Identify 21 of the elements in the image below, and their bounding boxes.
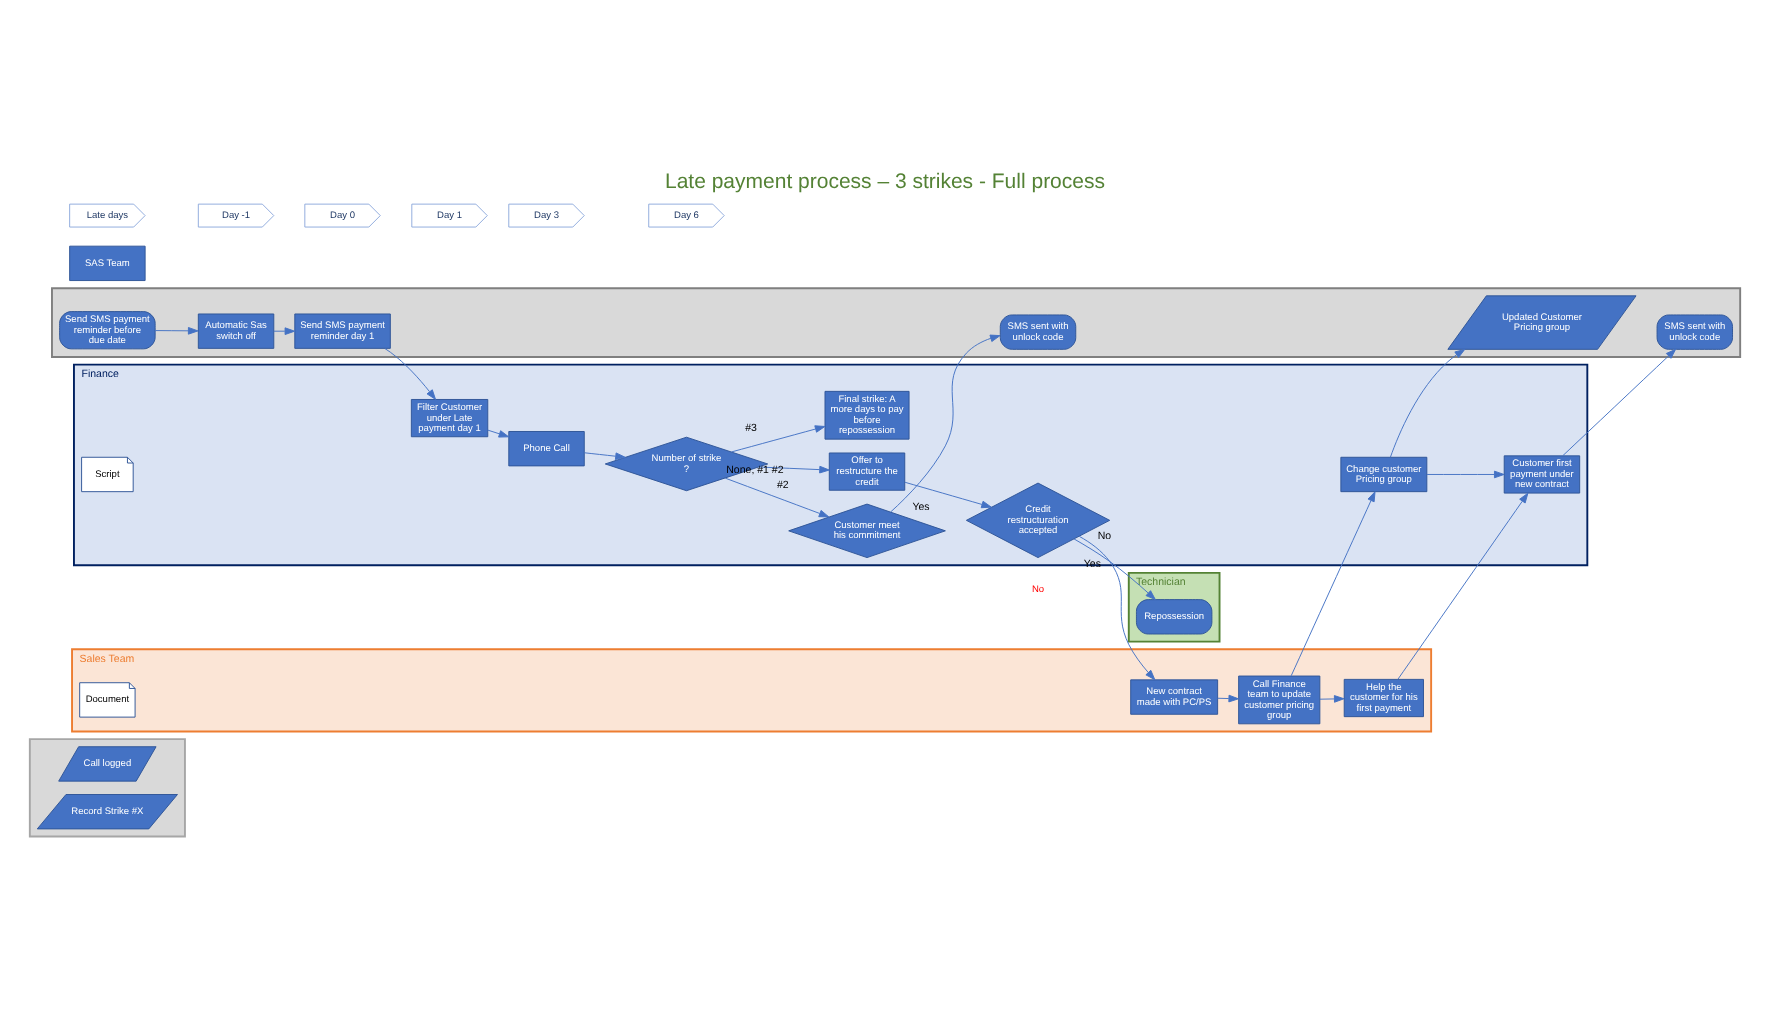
- cluster: [28, 738, 186, 838]
- arrow: [487, 429, 510, 438]
- arrow: [273, 327, 296, 335]
- arrow: [1217, 694, 1239, 703]
- arrow: [904, 481, 992, 509]
- arrow: [1078, 535, 1156, 681]
- arrow: [758, 465, 830, 474]
- arrow: [890, 334, 1001, 513]
- arrow: [724, 477, 830, 518]
- arrow: [1389, 349, 1466, 458]
- arrow: [1290, 491, 1376, 677]
- arrow: [731, 425, 826, 453]
- arrow: [384, 348, 436, 400]
- arrow: [154, 327, 199, 335]
- diagram-title: Late payment process – 3 strikes - Full process: [664, 170, 1106, 195]
- arrow: [1426, 470, 1505, 479]
- arrow: [1073, 538, 1156, 601]
- arrow: [1397, 492, 1529, 680]
- arrow: [1319, 695, 1345, 703]
- arrow: [1562, 348, 1677, 457]
- arrow: [584, 452, 626, 461]
